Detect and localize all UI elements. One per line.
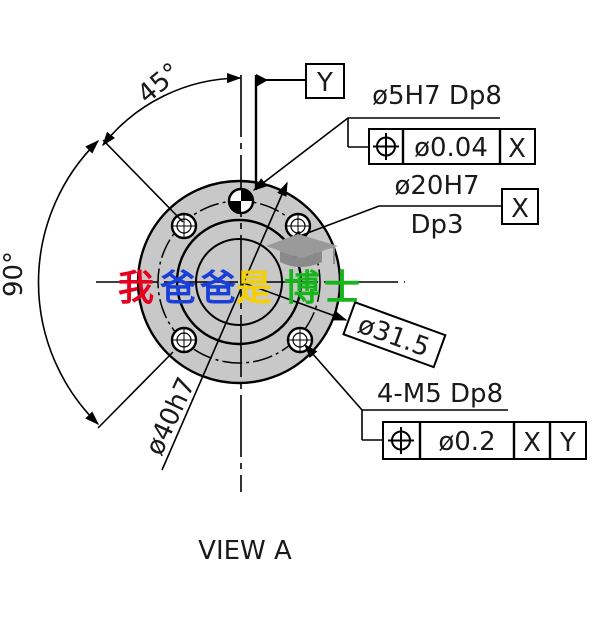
watermark-char: 是 [236, 268, 272, 309]
graduation-cap-icon [266, 234, 338, 267]
dowel-hole [227, 187, 255, 215]
angle-45-label: 45° [132, 57, 187, 110]
watermark-logo: 我 爸 爸 是 博 士 [118, 234, 360, 309]
watermark-char: 爸 [199, 268, 236, 309]
small-hole-spec: ø5H7 Dp8 [372, 81, 502, 111]
tapped-tolerance: ø0.2 [438, 427, 495, 457]
tapped-hole [170, 326, 198, 354]
angle-dimensions [37, 73, 242, 429]
bolt-circle-leader [240, 281, 348, 321]
watermark-char: 士 [324, 268, 360, 309]
view-label: VIEW A [198, 536, 292, 566]
datum-y-box [305, 63, 345, 99]
tapped-holes [170, 212, 314, 354]
datum-y-triangle [256, 74, 268, 87]
small-hole-datum: X [508, 134, 526, 164]
tapped-spec: 4-M5 Dp8 [377, 379, 503, 409]
counterbore-datum: X [511, 194, 529, 224]
tapped-hole [170, 212, 198, 240]
watermark-char: 我 [118, 268, 154, 309]
small-hole-fcf: ø0.04 X [368, 128, 536, 165]
position-icon [373, 133, 399, 160]
tapped-datum-1: X [523, 428, 541, 458]
tapped-datum-2: Y [559, 428, 576, 458]
outer-diameter-label: ø40h7 [140, 373, 202, 460]
position-icon [388, 427, 414, 454]
bolt-circle-tag: ø31.5 [342, 301, 447, 369]
counterbore-datum-box [501, 188, 539, 225]
counterbore-line2: Dp3 [410, 210, 463, 240]
tapped-fcf: ø0.2 X Y [382, 421, 587, 460]
watermark-char: 爸 [159, 268, 196, 309]
outer-diameter-leader [161, 181, 288, 471]
angle-90-label: 90° [0, 251, 29, 297]
counterbore-line1: ø20H7 [394, 171, 479, 201]
small-hole-tolerance: ø0.04 [414, 133, 488, 163]
watermark-char: 博 [284, 268, 320, 309]
datum-y-letter: Y [316, 68, 333, 98]
